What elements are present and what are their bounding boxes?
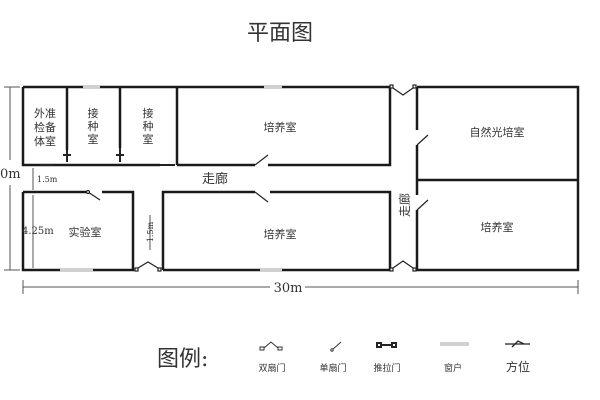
single-door [254, 154, 269, 166]
double-door [389, 260, 417, 272]
legend-label: 单扇门 [319, 362, 346, 374]
single-door [416, 199, 429, 211]
single-door [416, 134, 429, 146]
walls [21, 85, 580, 272]
doors [40, 84, 429, 272]
corridor-vertical-label: 走廊 [397, 193, 412, 217]
compass-icon [505, 340, 530, 348]
legend-label: 方位 [506, 359, 530, 374]
room-label: 实验室 [69, 225, 102, 239]
room-label: 培养室 [264, 120, 297, 134]
legend-title: 图例: [157, 347, 208, 372]
legend-label: 窗户 [444, 362, 462, 374]
height-dimension: 0m [0, 167, 21, 182]
room-label: 室 [143, 132, 154, 146]
plan-title: 平面图 [247, 21, 313, 46]
double-door [389, 84, 417, 96]
passage-width-dimension: 1.5m [146, 221, 155, 242]
double-door-icon [259, 341, 283, 351]
room-label: 室 [88, 132, 99, 146]
room-label: 种 [88, 119, 99, 133]
legend-label: 双扇门 [258, 362, 285, 374]
room-label: 培养室 [264, 227, 297, 241]
corridor-label: 走廊 [202, 171, 228, 187]
room-label: 种 [143, 119, 154, 133]
top-rooms-wall [21, 85, 392, 167]
room-label: 培养室 [481, 220, 514, 234]
room-label: 接 [88, 107, 99, 120]
legend-label: 推拉门 [373, 362, 400, 374]
sliding-door [63, 150, 71, 162]
single-door [254, 191, 269, 203]
sliding-door [116, 148, 124, 162]
corridor-width-dimension: 1.5m [37, 175, 58, 184]
room-label: 体室 [34, 134, 56, 148]
single-door [85, 189, 101, 201]
lab-wall [21, 190, 135, 272]
legend: 图例: 双扇门 单扇门 推拉门 窗户 方位 [157, 340, 530, 374]
length-dimension: 30m [274, 281, 303, 296]
double-door [134, 261, 162, 272]
room-label: 自然光培室 [470, 125, 525, 139]
room-label: 外准 [34, 107, 56, 120]
windows [60, 85, 282, 272]
right-block-wall [415, 85, 580, 272]
dimension-lines [4, 86, 579, 294]
sliding-door-icon [376, 342, 397, 348]
single-door-icon [330, 341, 342, 352]
room-label: 检备 [34, 120, 56, 134]
room-label: 接 [143, 107, 154, 120]
lab-depth-dimension: 4.25m [22, 226, 54, 237]
